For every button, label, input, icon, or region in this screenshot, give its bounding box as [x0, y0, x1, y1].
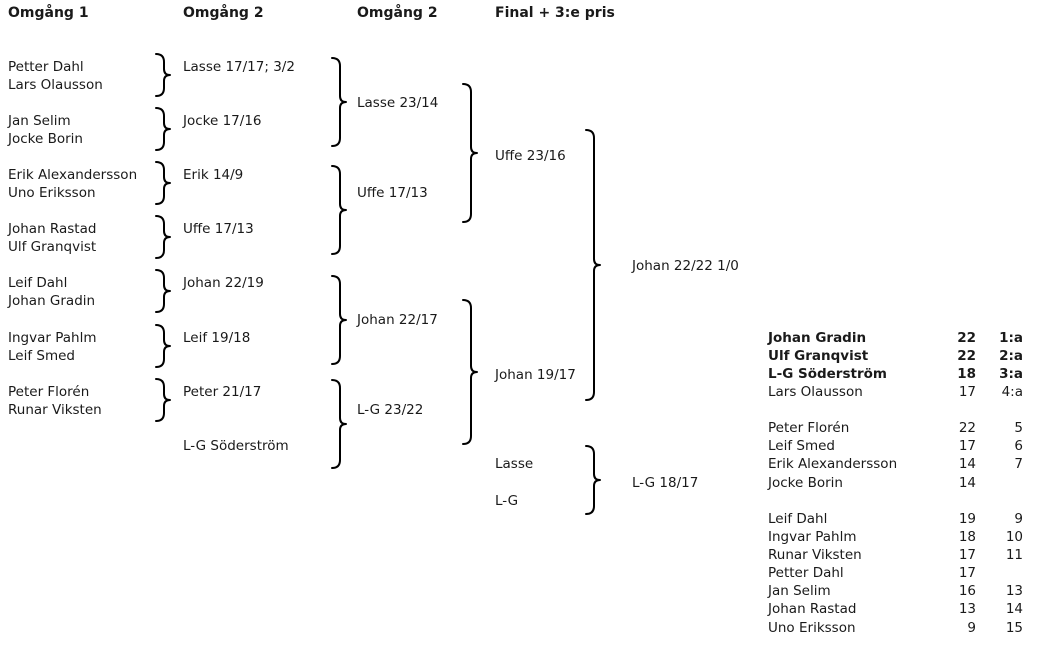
- bracket-brace: [331, 57, 347, 147]
- bracket-brace: [155, 161, 171, 205]
- bracket-brace: [155, 53, 171, 97]
- bracket-brace: [155, 324, 171, 368]
- third-place-result: L-G 18/17: [632, 475, 699, 491]
- bracket-brace: [585, 129, 601, 401]
- bracket-brace: [155, 215, 171, 259]
- round1-player: Jan Selim: [8, 113, 71, 129]
- final-winner: Johan 22/22 1/0: [632, 258, 739, 274]
- third-place-contender-1: Lasse: [495, 456, 534, 472]
- round3-result: Lasse 23/14: [357, 95, 439, 111]
- standings-score: 17: [958, 384, 976, 400]
- standings-name: Uno Eriksson: [768, 620, 856, 636]
- bracket-brace: [155, 107, 171, 151]
- round2-result: Erik 14/9: [183, 167, 244, 183]
- round2-result: Leif 19/18: [183, 330, 251, 346]
- standings-score: 14: [958, 475, 976, 491]
- standings-place: 4:a: [1001, 384, 1023, 400]
- standings-score: 16: [958, 583, 976, 599]
- round3-result: L-G 23/22: [357, 402, 424, 418]
- standings-name: Runar Viksten: [768, 547, 862, 563]
- semi-2: Johan 19/17: [495, 367, 576, 383]
- semi-1: Uffe 23/16: [495, 148, 566, 164]
- standings-place: 1:a: [999, 330, 1023, 346]
- round1-player: Ulf Granqvist: [8, 239, 97, 255]
- standings-score: 18: [958, 529, 976, 545]
- standings-name: L-G Söderström: [768, 366, 887, 382]
- standings-score: 22: [957, 330, 976, 346]
- round2-result: Uffe 17/13: [183, 221, 254, 237]
- bracket-brace: [331, 379, 347, 469]
- header-final: Final + 3:e pris: [495, 5, 615, 21]
- standings-score: 13: [958, 601, 976, 617]
- round3-result: Johan 22/17: [357, 312, 438, 328]
- round1-player: Johan Gradin: [8, 293, 96, 309]
- standings-name: Leif Dahl: [768, 511, 828, 527]
- standings-score: 19: [958, 511, 976, 527]
- standings-name: Johan Gradin: [768, 330, 867, 346]
- standings-name: Jocke Borin: [768, 475, 843, 491]
- round1-player: Leif Smed: [8, 348, 75, 364]
- standings-name: Petter Dahl: [768, 565, 844, 581]
- standings-place: 14: [1005, 601, 1023, 617]
- standings-name: Peter Florén: [768, 420, 850, 436]
- round1-player: Leif Dahl: [8, 275, 68, 291]
- round1-player: Runar Viksten: [8, 402, 102, 418]
- standings-score: 22: [958, 420, 976, 436]
- round1-player: Erik Alexandersson: [8, 167, 138, 183]
- standings-score: 18: [957, 366, 976, 382]
- standings-place: 7: [1014, 456, 1023, 472]
- standings-name: Lars Olausson: [768, 384, 863, 400]
- header-round-3: Omgång 2: [357, 5, 438, 21]
- standings-score: 14: [958, 456, 976, 472]
- standings-score: 17: [958, 565, 976, 581]
- round1-player: Lars Olausson: [8, 77, 103, 93]
- standings-score: 9: [967, 620, 976, 636]
- round1-player: Uno Eriksson: [8, 185, 96, 201]
- standings-score: 17: [958, 547, 976, 563]
- standings-name: Jan Selim: [768, 583, 831, 599]
- round1-player: Ingvar Pahlm: [8, 330, 97, 346]
- bracket-brace: [155, 378, 171, 422]
- standings-name: Ingvar Pahlm: [768, 529, 857, 545]
- standings-name: Leif Smed: [768, 438, 835, 454]
- bracket-brace: [462, 83, 478, 223]
- round1-player: Johan Rastad: [8, 221, 97, 237]
- round1-player: Jocke Borin: [8, 131, 83, 147]
- standings-place: 6: [1014, 438, 1023, 454]
- standings-place: 11: [1005, 547, 1023, 563]
- standings-name: Ulf Granqvist: [768, 348, 869, 364]
- bracket-brace: [462, 299, 478, 445]
- round2-result: Johan 22/19: [183, 275, 264, 291]
- standings-place: 9: [1014, 511, 1023, 527]
- round2-result: Lasse 17/17; 3/2: [183, 59, 295, 75]
- header-round-2: Omgång 2: [183, 5, 264, 21]
- round2-result: Peter 21/17: [183, 384, 262, 400]
- third-place-contender-2: L-G: [495, 493, 519, 509]
- standings-place: 15: [1005, 620, 1023, 636]
- bracket-brace: [585, 445, 601, 515]
- header-round-1: Omgång 1: [8, 5, 89, 21]
- standings-name: Johan Rastad: [768, 601, 857, 617]
- round1-player: Peter Florén: [8, 384, 90, 400]
- standings-place: 13: [1005, 583, 1023, 599]
- standings-place: 3:a: [999, 366, 1023, 382]
- bracket-brace: [155, 269, 171, 313]
- standings-score: 22: [957, 348, 976, 364]
- bracket-brace: [331, 165, 347, 255]
- standings-place: 10: [1005, 529, 1023, 545]
- round2-result: L-G Söderström: [183, 438, 289, 454]
- round2-result: Jocke 17/16: [183, 113, 262, 129]
- standings-place: 5: [1014, 420, 1023, 436]
- round1-player: Petter Dahl: [8, 59, 84, 75]
- standings-score: 17: [958, 438, 976, 454]
- standings-place: 2:a: [999, 348, 1023, 364]
- standings-name: Erik Alexandersson: [768, 456, 898, 472]
- round3-result: Uffe 17/13: [357, 185, 428, 201]
- bracket-brace: [331, 275, 347, 365]
